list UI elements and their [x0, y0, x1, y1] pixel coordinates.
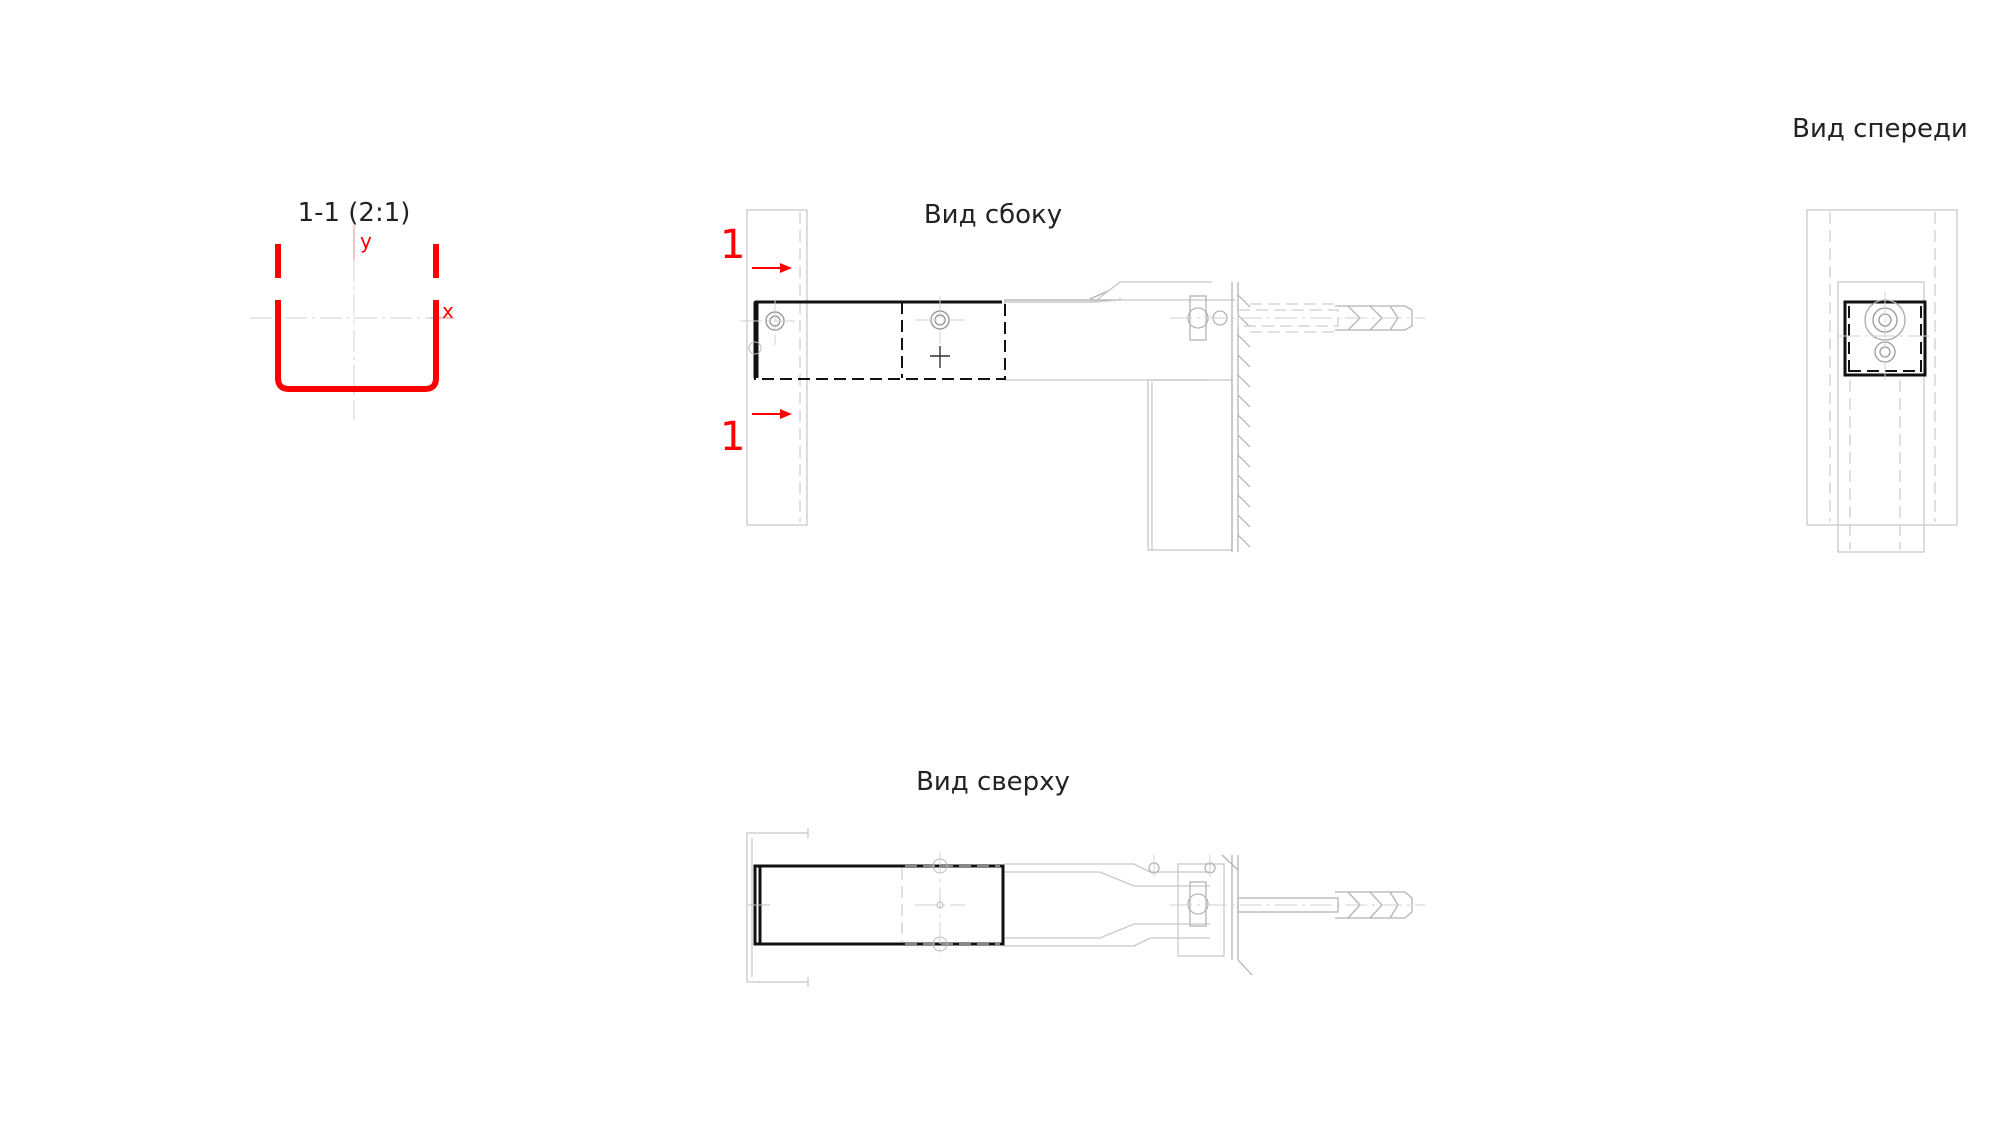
channel-profile [275, 300, 439, 392]
top-bracket [1004, 863, 1210, 947]
front-bolt-top [1838, 292, 1935, 380]
front-post [1806, 209, 1958, 526]
clamp-bolt-right [915, 296, 965, 368]
anchor-bolt [1170, 295, 1425, 341]
front-base-plate [1837, 281, 1925, 553]
clamp-bolt-left [740, 300, 795, 355]
vertical-post [746, 209, 808, 526]
top-view-title: Вид сверху [916, 767, 1070, 797]
cut-arrow-bottom [780, 409, 792, 419]
wall-hatch [1237, 294, 1251, 548]
top-clamp-bolt [905, 852, 1000, 958]
top-channel [746, 828, 809, 987]
side-view: Вид сбоку 1 1 [720, 200, 1425, 552]
section-title: 1-1 (2:1) [298, 198, 411, 228]
front-view: Вид спереди [1792, 114, 1968, 553]
cut-mark-top: 1 [720, 222, 745, 268]
section-1-1: 1-1 (2:1) y x [250, 198, 460, 420]
top-clamp [753, 864, 1005, 946]
clamp-block-hidden [754, 301, 1006, 380]
top-view: Вид сверху [746, 767, 1425, 987]
front-view-title: Вид спереди [1792, 114, 1968, 144]
top-anchor-bolt [1148, 855, 1425, 927]
axis-y-label: y [360, 229, 372, 253]
axis-x-label: x [442, 299, 454, 323]
side-view-title: Вид сбоку [924, 200, 1062, 230]
cut-mark-bottom: 1 [720, 414, 745, 460]
base-plate [1147, 379, 1233, 551]
cut-arrow-top [780, 263, 792, 273]
